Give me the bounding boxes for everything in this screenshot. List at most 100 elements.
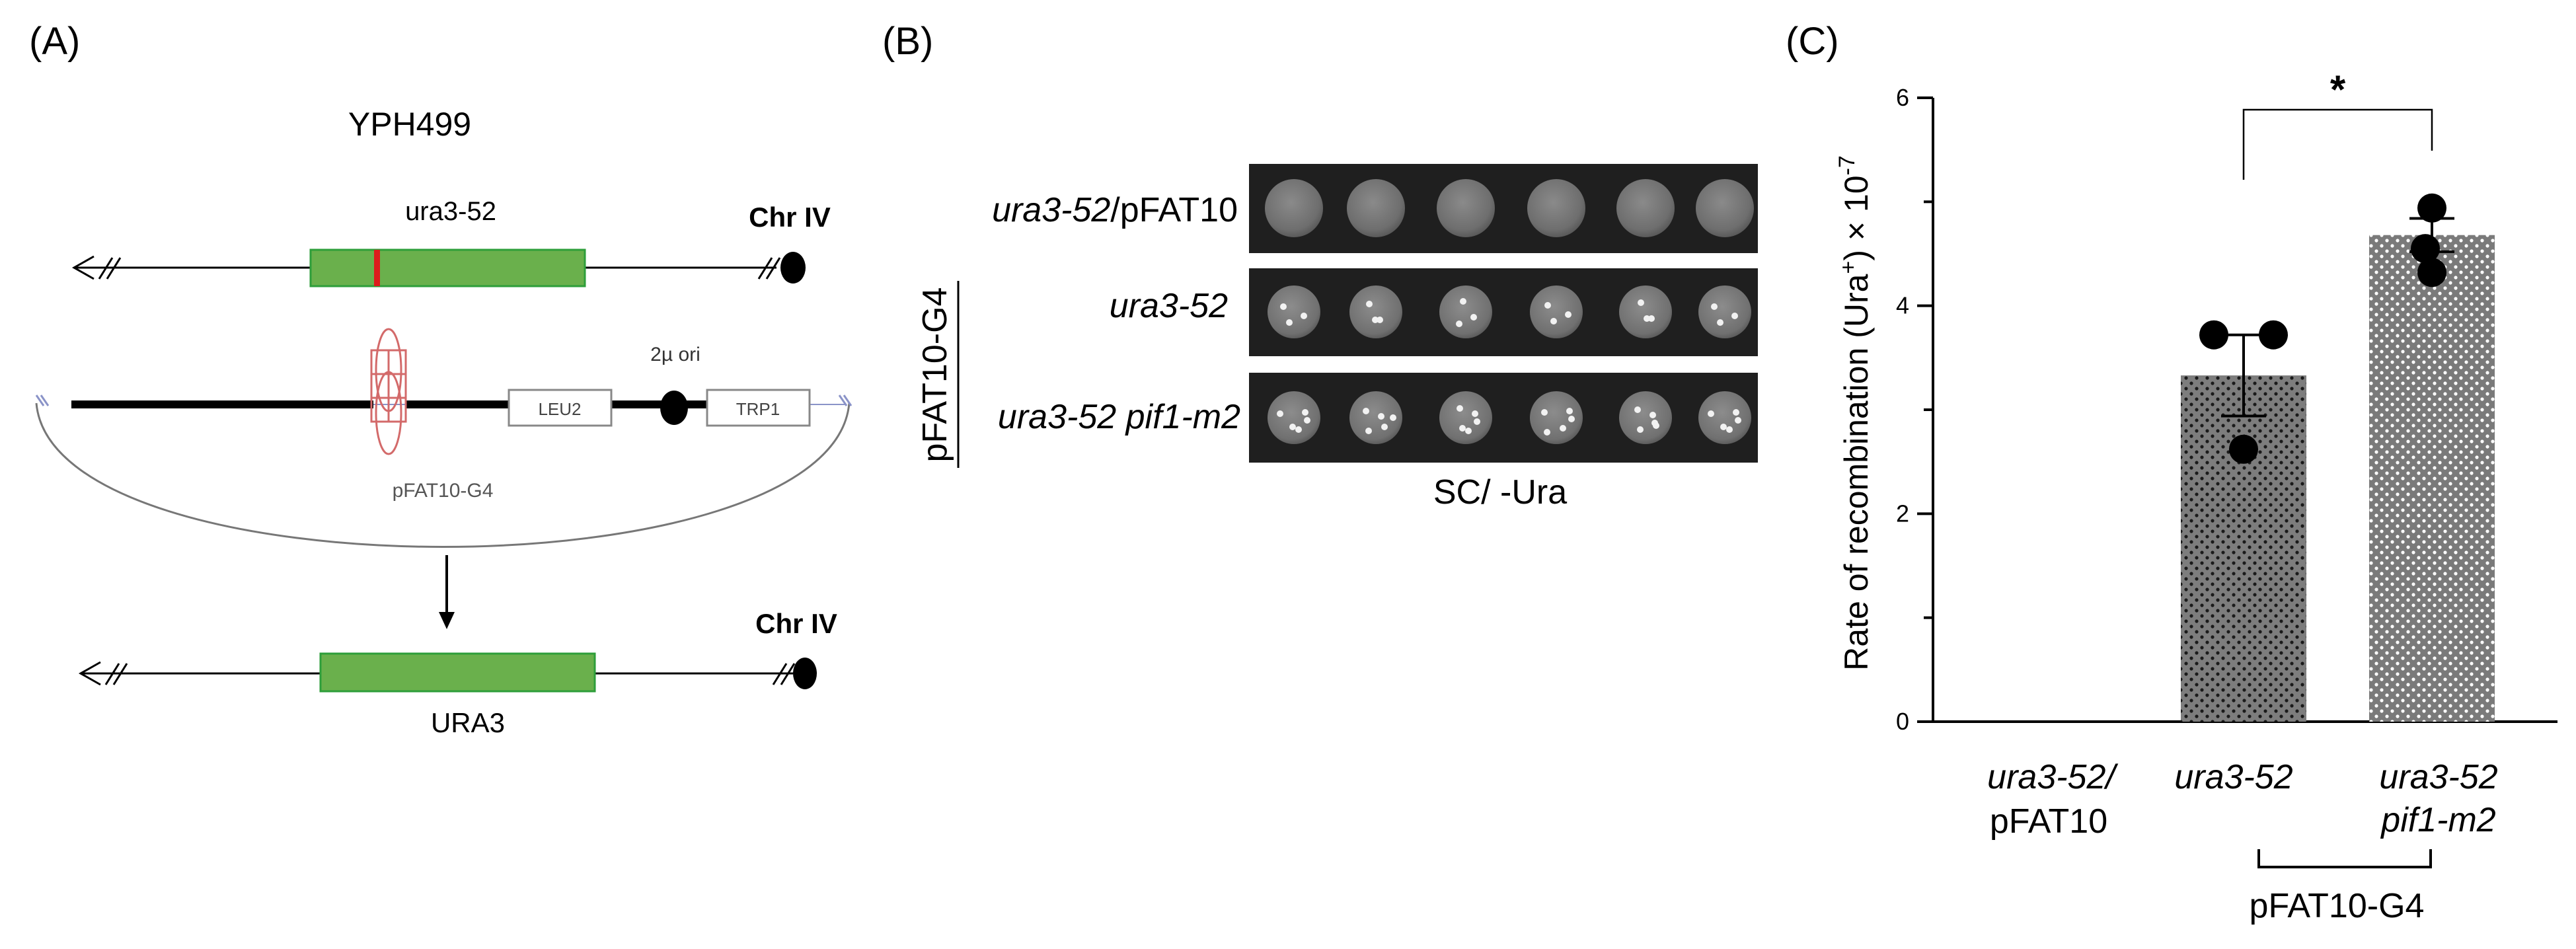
colony-dot bbox=[1637, 426, 1644, 433]
colony-spot bbox=[1616, 179, 1675, 237]
data-point bbox=[2417, 193, 2446, 223]
colony-dot bbox=[1277, 410, 1283, 417]
panel-a: (A) YPH499 ura3-52 Chr IV bbox=[29, 20, 852, 738]
colony-spot bbox=[1527, 179, 1585, 237]
colony-spot bbox=[1268, 391, 1320, 444]
data-point bbox=[2199, 320, 2228, 350]
colony-dot bbox=[1541, 409, 1548, 416]
colony-dot bbox=[1366, 301, 1373, 307]
colony-dot bbox=[1456, 321, 1462, 327]
colony-dot bbox=[1470, 314, 1477, 321]
centromere-top bbox=[780, 252, 806, 284]
colony-dot bbox=[1460, 298, 1466, 305]
colony-dot bbox=[1733, 409, 1739, 416]
y-tick-label: 0 bbox=[1896, 708, 1909, 735]
integration-arrow-icon bbox=[439, 555, 455, 629]
data-point bbox=[2229, 434, 2258, 464]
colony-dot bbox=[1363, 408, 1369, 414]
colony-spot bbox=[1349, 391, 1402, 444]
colony-dot bbox=[1302, 409, 1308, 416]
colony-dot bbox=[1726, 426, 1733, 433]
panel-c: (C) Rate of recombination (Ura+) × 10-7 … bbox=[1786, 20, 2557, 925]
panel-a-label: (A) bbox=[29, 20, 80, 63]
colony-dot bbox=[1638, 299, 1644, 306]
y-tick-label: 2 bbox=[1896, 500, 1909, 527]
plasmid-label: pFAT10-G4 bbox=[393, 480, 494, 502]
data-point bbox=[2417, 258, 2446, 287]
colony-dot bbox=[1544, 302, 1551, 309]
colony-spot bbox=[1619, 391, 1672, 444]
row-1-plasmid: /pFAT10 bbox=[1110, 191, 1238, 229]
panel-b-label: (B) bbox=[882, 20, 933, 63]
colony-spot bbox=[1439, 391, 1492, 444]
colony-dot bbox=[1735, 417, 1741, 424]
x-label-3-line2: pif1-m2 bbox=[2380, 801, 2495, 839]
colony-spot bbox=[1437, 179, 1495, 237]
colony-dot bbox=[1711, 303, 1718, 310]
colony-dot bbox=[1708, 410, 1714, 417]
group-label-c: pFAT10-G4 bbox=[2250, 887, 2425, 925]
colony-spots bbox=[1265, 179, 1754, 444]
colony-dot bbox=[1365, 428, 1372, 434]
ura3-52-gene-box bbox=[309, 248, 586, 287]
colony-dot bbox=[1378, 413, 1384, 420]
colony-spot bbox=[1347, 179, 1405, 237]
colony-dot bbox=[1286, 319, 1293, 326]
colony-dot bbox=[1544, 429, 1550, 436]
colony-dot bbox=[1465, 428, 1472, 434]
significance-bracket bbox=[2242, 108, 2433, 180]
plasmid-map: LEU2 2µ ori TRP1 pFAT10-G4 bbox=[35, 328, 852, 548]
group-label-b: pFAT10-G4 bbox=[916, 287, 954, 463]
colony-dot bbox=[1457, 405, 1463, 412]
colony-dot bbox=[1560, 425, 1566, 432]
colony-dot bbox=[1717, 319, 1724, 326]
colony-dot bbox=[1720, 424, 1727, 430]
mutation-mark bbox=[374, 250, 380, 286]
colony-dot bbox=[1381, 424, 1388, 430]
trp1-label: TRP1 bbox=[736, 399, 780, 419]
colony-spot bbox=[1619, 285, 1672, 338]
group-bracket-c bbox=[2257, 849, 2432, 868]
panel-c-label: (C) bbox=[1786, 20, 1839, 63]
chromosome-bottom: Chr IV URA3 bbox=[78, 608, 837, 738]
panel-b: (B) ura3-52/pFAT10 ura3-52 ura3-52 pif1-… bbox=[882, 20, 1758, 512]
colony-dot bbox=[1280, 303, 1287, 310]
row-3-label: ura3-52 pif1-m2 bbox=[998, 398, 1240, 436]
colony-dot bbox=[1568, 416, 1575, 422]
colony-spot bbox=[1530, 391, 1583, 444]
chromosome-top: ura3-52 Chr IV bbox=[71, 197, 831, 287]
row-1-label: ura3-52/pFAT10 bbox=[992, 191, 1238, 229]
trp1-box bbox=[706, 389, 811, 427]
y-axis-label: Rate of recombination (Ura+) × 10-7 bbox=[1835, 155, 1875, 671]
ori-marker bbox=[660, 391, 688, 425]
chr-top-label: Chr IV bbox=[749, 202, 831, 233]
colony-dot bbox=[1301, 313, 1307, 319]
colony-spot bbox=[1439, 285, 1492, 338]
x-label-1-line1: ura3-52/ bbox=[1987, 758, 2118, 796]
colony-dot bbox=[1651, 420, 1658, 426]
bar bbox=[2181, 375, 2306, 722]
leu2-box bbox=[508, 389, 613, 427]
colony-dot bbox=[1474, 418, 1480, 425]
colony-dot bbox=[1377, 317, 1383, 323]
colony-dot bbox=[1372, 317, 1379, 323]
x-label-3-line1: ura3-52 bbox=[2379, 758, 2497, 796]
chr-bottom-label: Chr IV bbox=[755, 608, 837, 639]
colony-spot bbox=[1349, 285, 1402, 338]
colony-dot bbox=[1550, 318, 1557, 324]
significance-marker: * bbox=[2330, 67, 2346, 112]
ori-label: 2µ ori bbox=[650, 344, 701, 365]
plate-row-3 bbox=[1249, 373, 1758, 463]
colony-dot bbox=[1566, 408, 1573, 414]
x-label-2-line1: ura3-52 bbox=[2174, 758, 2292, 796]
colony-dot bbox=[1634, 406, 1641, 413]
colony-spot bbox=[1265, 179, 1323, 237]
colony-spot bbox=[1530, 285, 1583, 338]
colony-spot bbox=[1268, 285, 1320, 338]
bar bbox=[2369, 235, 2495, 722]
colony-dot bbox=[1565, 311, 1572, 318]
y-tick-label: 4 bbox=[1896, 292, 1909, 319]
x-label-1-line2: pFAT10 bbox=[1990, 802, 2107, 841]
